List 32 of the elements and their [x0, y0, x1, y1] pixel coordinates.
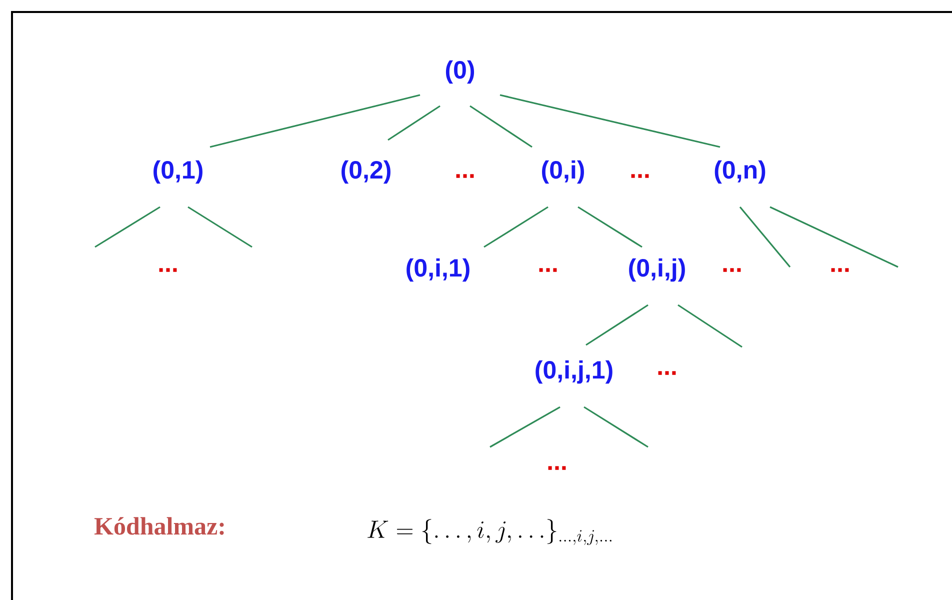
ellipsis: ... [631, 174, 649, 178]
ellipsis: ... [539, 268, 557, 272]
tree-branch [586, 304, 648, 346]
tree-node-label: (0,n) [714, 160, 766, 184]
tree-node-label: (0,i,j,1) [536, 360, 612, 384]
tree-branch [94, 206, 160, 248]
tree-branch [678, 304, 742, 348]
formula: $K = \{\ldots, i, j, \ldots\}_{\ldots,i,j,\ldots}$ [368, 519, 612, 546]
tree-branch [470, 105, 532, 148]
tree-branch [210, 94, 420, 148]
ellipsis: ... [548, 466, 566, 470]
tree-branch [188, 206, 252, 248]
ellipsis: ... [723, 268, 741, 272]
tree-node-label: (0,i,j) [629, 258, 685, 282]
tree-branch [739, 206, 791, 268]
ellipsis: ... [159, 268, 177, 272]
tree-node-label: (0,1) [154, 160, 202, 184]
tree-node-label: (0,i,1) [406, 258, 470, 282]
ellipsis: ... [456, 174, 474, 178]
tree-branch [584, 406, 648, 448]
tree-branch [770, 206, 898, 268]
tree-branch [388, 105, 440, 141]
ellipsis: ... [831, 268, 849, 272]
tree-node-label: (0,i) [542, 160, 584, 184]
tree-node-label: (0,2) [342, 160, 390, 184]
tree-branch [490, 406, 560, 448]
tree-node-label: (0) [446, 60, 474, 84]
ellipsis: ... [658, 371, 676, 375]
tree-branch [578, 206, 642, 248]
tree-branch [500, 94, 720, 148]
heading: Kódhalmaz: [94, 517, 224, 535]
tree-branch [484, 206, 548, 248]
